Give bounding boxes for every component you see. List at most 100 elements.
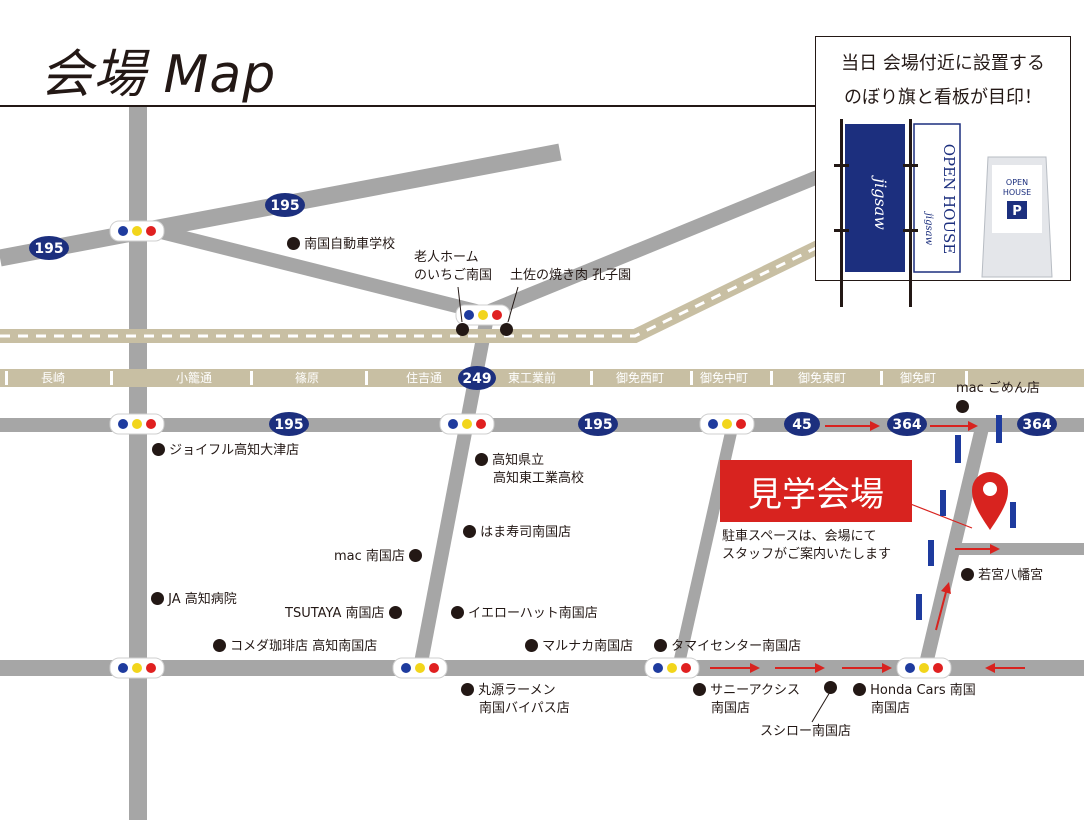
poi-nursing-home: 老人ホームのいちご南国 [414,250,493,283]
tram-station-label: 御免中町 [700,370,748,385]
info-line-2: のぼり旗と看板が目印！ [844,87,1042,108]
arrow-east-4 [775,663,825,673]
tram-station-label: 御免町 [900,370,936,385]
route-195-shield: 195 [578,412,618,436]
flag-marker [916,594,922,620]
poi-yakiniku-dot [500,322,513,340]
flag-pole [840,119,843,307]
route-shields: 195 195 249 195 195 45 364 364 [29,193,1057,436]
road-northeast-from-junction [482,169,823,320]
flag-marker [955,435,961,463]
poi-dot-icon [456,323,469,336]
tram-station-label: 篠原 [295,370,319,385]
poi-komeda: コメダ珈琲店 高知南国店 [213,638,377,656]
traffic-signal-icon [439,413,495,435]
rail-tick [5,371,8,385]
poi-driving-school: 南国自動車学校 [287,236,395,254]
poi-sushiro: スシロー南国店 [760,724,852,739]
poi-sushiro-dot [824,680,837,698]
info-line-1: 当日 会場付近に設置する [841,53,1045,74]
venue-note-line-1: 駐車スペースは、会場にて [722,529,877,544]
poi-ja-hospital: JA 高知病院 [151,591,237,609]
arrow-east-3 [710,663,760,673]
arrow-east-5 [842,663,892,673]
road-to-rail-junction [143,221,482,319]
open-house-flag-subtext: jigsaw [923,211,934,246]
flag-pole [909,119,912,307]
rail-tick [110,371,113,385]
route-195-shield: 195 [29,236,69,260]
poi-mac-gomen: mac ごめん店 [956,381,1040,396]
railways: JR 御免駅 長崎小籠通篠原住吉通東工業前御免西町御免中町御免東町御免町 [0,239,1084,387]
poi-dot-icon [388,606,402,619]
svg-text:364: 364 [1022,417,1051,433]
venue-parking-note: 駐車スペースは、会場にて スタッフがご案内いたします [722,528,891,564]
sign-open-text: OPEN [1006,178,1028,187]
poi-dot-icon [409,549,423,562]
flag-fastener [903,229,918,232]
poi-sunny-axis: サニーアクシス南国店 [693,682,800,718]
route-45-shield: 45 [784,412,820,436]
rail-tick [965,371,968,385]
poi-dot-icon [693,683,706,696]
svg-text:195: 195 [274,417,303,433]
arrow-east-2 [930,421,978,431]
flag-fastener [834,164,849,167]
poi-dot-icon [463,525,476,538]
roadside-flags [916,415,1016,620]
a-frame-panel [992,165,1042,233]
north-south-road-west [129,107,147,820]
route-364-shield: 364 [1017,412,1057,436]
traffic-signal-icon [455,304,511,326]
poi-dot-icon [853,683,866,696]
tram-station-label: 東工業前 [508,370,556,385]
traffic-signal-icon [109,413,165,435]
poi-hama-sushi: はま寿司南国店 [463,524,571,542]
route-249-shield: 249 [458,366,496,390]
bypass-south-road [0,660,1084,676]
svg-text:364: 364 [892,417,921,433]
arrow-north [935,582,951,631]
poi-marunaka: マルナカ南国店 [525,638,633,656]
venue-label: 見学会場 [720,460,912,522]
svg-text:195: 195 [270,198,299,214]
leader-lines [457,286,831,723]
flag-marker [928,540,934,566]
poi-mac-nankoku: mac 南国店 [334,548,423,566]
poi-honda-cars: Honda Cars 南国南国店 [853,682,976,718]
svg-text:195: 195 [583,417,612,433]
poi-tsutaya: TSUTAYA 南国店 [285,605,402,623]
arrow-east-venue [955,544,1000,554]
poi-tamai: タマイセンター南国店 [654,638,801,656]
poi-dot-icon [956,400,969,413]
poi-marugen: 丸源ラーメン南国バイパス店 [461,682,570,718]
poi-dot-icon [451,606,464,619]
venue-pin-icon [972,472,1008,530]
poi-kochi-school: 高知県立高知東工業高校 [475,452,584,488]
poi-dot-icon [654,639,667,652]
tram-station-label: 小籠通 [176,370,212,385]
venue-side-road [952,543,1084,555]
tosaden-railway [0,369,1084,387]
traffic-signals [109,220,952,679]
signage-info-box: 当日 会場付近に設置する のぼり旗と看板が目印！ jigsaw OPEN HOU… [815,36,1071,307]
poi-dot-icon [213,639,226,652]
traffic-signal-icon [109,220,165,242]
arrow-east-1 [825,421,880,431]
poi-wakamiya: 若宮八幡宮 [961,567,1043,585]
poi-yakiniku: 土佐の焼き肉 孔子園 [510,268,632,283]
traffic-signal-icon [644,657,700,679]
poi-dot-icon [287,237,300,250]
rail-tick [250,371,253,385]
jigsaw-flag [845,124,905,272]
rail-tick [880,371,883,385]
poi-dot-icon [475,453,488,466]
tram-station-label: 住吉通 [406,371,442,385]
direction-arrows [710,421,1025,673]
svg-text:45: 45 [792,417,811,433]
rail-tick [770,371,773,385]
route-195-shield: 195 [269,412,309,436]
poi-dot-icon [824,681,837,694]
flag-fastener [834,229,849,232]
arrow-west [985,663,1025,673]
